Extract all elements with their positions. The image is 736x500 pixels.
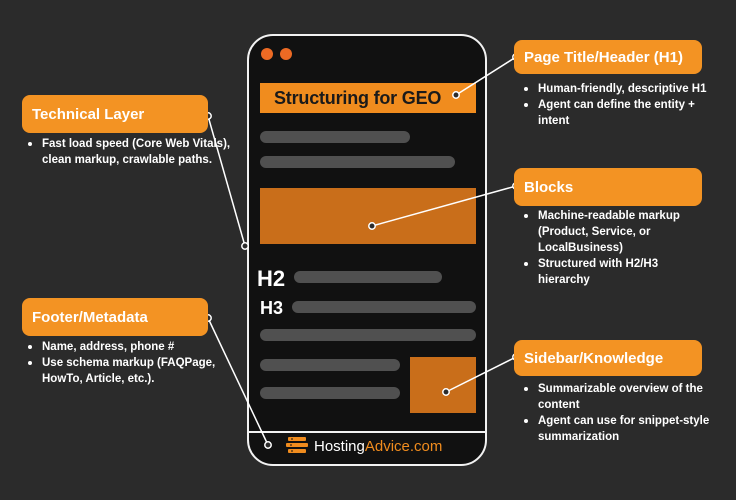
callout-technical-layer: Technical Layer — [22, 95, 208, 133]
content-line — [260, 387, 400, 399]
h3-line — [292, 301, 476, 313]
logo-text-hosting: Hosting — [314, 437, 365, 455]
window-dot-icon — [280, 48, 292, 60]
h2-label: H2 — [257, 266, 286, 291]
server-icon — [286, 437, 308, 453]
callout-sidebar-knowledge-label: Sidebar/Knowledge — [524, 349, 664, 367]
content-line — [260, 156, 455, 168]
hostingadvice-logo: HostingAdvice.com — [285, 436, 442, 456]
footer-divider — [249, 431, 485, 433]
page-title-bullets: Human-friendly, descriptive H1 Agent can… — [522, 81, 722, 129]
logo-text-advice: Advice.com — [364, 437, 443, 455]
page-title-text: Structuring for GEO — [274, 87, 442, 108]
callout-page-title-label: Page Title/Header (H1) — [524, 48, 683, 66]
list-item: Use schema markup (FAQPage, HowTo, Artic… — [26, 355, 216, 387]
h3-label: H3 — [260, 298, 284, 318]
callout-footer-metadata-label: Footer/Metadata — [32, 308, 148, 326]
blocks-bullets: Machine-readable markup (Product, Servic… — [522, 208, 712, 288]
list-item: Summarizable overview of the content — [522, 381, 712, 413]
callout-sidebar-knowledge: Sidebar/Knowledge — [514, 340, 702, 376]
sidebar-bullets: Summarizable overview of the content Age… — [522, 381, 712, 445]
callout-page-title: Page Title/Header (H1) — [514, 40, 702, 74]
callout-technical-layer-label: Technical Layer — [32, 105, 145, 123]
list-item: Name, address, phone # — [26, 339, 216, 355]
list-item: Machine-readable markup (Product, Servic… — [522, 208, 712, 256]
list-item: Agent can define the entity + intent — [522, 97, 722, 129]
list-item: Human-friendly, descriptive H1 — [522, 81, 722, 97]
content-line — [260, 329, 476, 341]
list-item: Structured with H2/H3 hierarchy — [522, 256, 712, 288]
content-line — [260, 359, 400, 371]
content-line — [260, 131, 410, 143]
sidebar-block — [410, 357, 476, 413]
callout-blocks: Blocks — [514, 168, 702, 206]
h2-line — [294, 271, 442, 283]
page-title-box: Structuring for GEO — [260, 83, 476, 113]
list-item: Agent can use for snippet-style summariz… — [522, 413, 712, 445]
content-block — [260, 188, 476, 244]
window-dot-icon — [261, 48, 273, 60]
list-item: Fast load speed (Core Web Vitals), clean… — [26, 136, 231, 168]
callout-footer-metadata: Footer/Metadata — [22, 298, 208, 336]
footer-bullets: Name, address, phone # Use schema markup… — [26, 339, 216, 387]
technical-bullets: Fast load speed (Core Web Vitals), clean… — [26, 136, 231, 168]
callout-blocks-label: Blocks — [524, 178, 574, 196]
